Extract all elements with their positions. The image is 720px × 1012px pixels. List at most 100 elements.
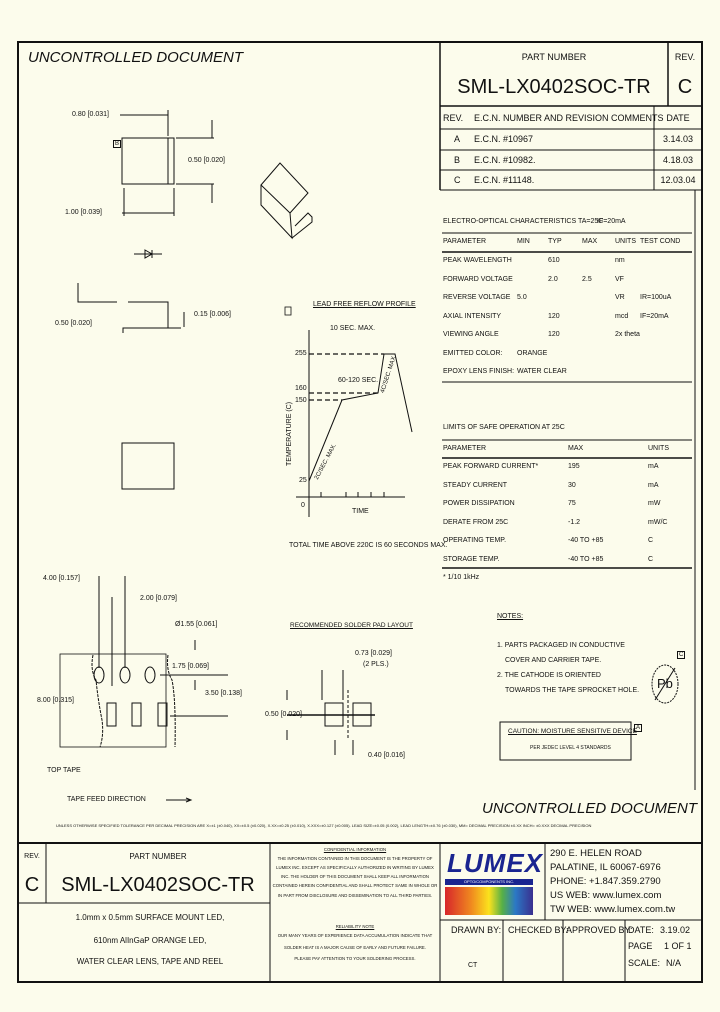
eo-cell-test-cond: IR=100uA [640,294,672,301]
tape-feed-label: TAPE FEED DIRECTION [67,796,146,803]
limits-cell-units: mW/C [648,518,668,526]
dim-height-label: 0.50 [0.020] [188,157,225,164]
limits-cell-max: -40 TO +85 [568,555,604,563]
drawing-frame [17,41,703,983]
tolerance-note: UNLESS OTHERWISE SPECIFIED TOLERANCE PER… [56,823,592,828]
rev-value: C [677,76,693,98]
limits-cell-parameter: OPERATING TEMP. [443,537,507,544]
eo-cell-units: VR [615,294,625,301]
limits-header-max: MAX [568,445,584,452]
logo-wordmark: LUMEX [447,848,543,878]
eo-cell-min: WATER CLEAR [517,368,567,375]
pad-layout-title: RECOMMENDED SOLDER PAD LAYOUT [290,622,413,629]
limits-cell-units: C [648,537,654,544]
footer-rev: C [24,874,40,896]
limits-cell-parameter: DERATE FROM 25C [443,518,509,526]
confidential-line: LUMEX INC. EXCEPT AS SPECIFICALLY AUTHOR… [276,865,434,870]
note-line: 1. PARTS PACKAGED IN CONDUCTIVE [497,642,625,649]
date-value: 3.19.02 [660,925,691,935]
reflow-ylabel: TEMPERATURE (C) [286,401,293,466]
limits-cell-max: 75 [568,500,576,507]
tape-edge-label: 1.75 [0.069] [172,663,209,670]
reflow-tick: 160 [295,385,307,392]
reliability-line: OUR MANY YEARS OF EXPERIENCE DATA ACCUMU… [277,933,433,938]
limits-cell-max: 195 [568,463,580,470]
scale-value: N/A [666,958,682,968]
eo-cell-parameter: FORWARD VOLTAGE [443,275,513,283]
part-number: SML-LX0402SOC-TR [457,76,651,98]
eo-header-min: MIN [517,238,530,245]
eo-cell-parameter: VIEWING ANGLE [443,331,499,338]
dim-side-thickness: 0.15 [0.006] [194,311,231,318]
tape-hole-label: Ø1.55 [0.061] [175,621,218,628]
eo-cell-typ: 610 [548,257,560,264]
pad-gap-label: 0.40 [0.016] [368,752,405,759]
eo-header-units: UNITS [615,238,636,245]
address-line: US WEB: www.lumex.com [550,890,662,901]
confidential-line: CONTAINED HEREIN CONFIDENTIAL AND SHALL … [272,883,438,888]
limits-cell-parameter: STEADY CURRENT [443,481,508,489]
limits-cell-units: C [648,555,654,563]
reliability-line: SOLDER HEAT IS A MAJOR CAUSE OF EARLY AN… [284,945,426,950]
limits-cell-parameter: POWER DISSIPATION [443,500,515,507]
drawn-by-value: CT [468,962,478,969]
ecn-cell: E.C.N. #10967 [474,134,534,144]
limits-cell-max: -1.2 [568,518,581,526]
eo-header-typ: TYP [548,238,562,245]
rev-cell: C [454,175,461,185]
logo-subtitle: OPTO/COMPONENTS INC. [445,879,533,885]
reflow-tick: 150 [295,397,307,404]
confidential-line: INC. THE HOLDER OF THIS DOCUMENT SHALL K… [280,874,430,879]
footer-rev-label: REV. [24,853,40,860]
watermark-bottom: UNCONTROLLED DOCUMENT [482,800,698,817]
pad-width-label: 0.73 [0.029] [355,650,392,657]
date-cell: 4.18.03 [662,155,694,165]
tape-half-pitch-label: 2.00 [0.079] [140,595,177,602]
date-label: DATE: [628,925,654,935]
eo-cell-min: ORANGE [517,349,548,357]
pb-free-symbol: Pb [657,676,673,691]
logo-rainbow [445,887,533,915]
address-line: 290 E. HELEN ROAD [550,848,642,859]
tape-width-label: 8.00 [0.315] [37,697,74,704]
note-line: COVER AND CARRIER TAPE. [505,657,602,664]
rev-cell: A [454,134,461,144]
eo-cell-max: 2.5 [582,275,592,283]
scale-label: SCALE: [628,958,661,968]
ecn-cell: E.C.N. #11148. [474,175,535,185]
description-line: 610nm AlInGaP ORANGE LED, [93,936,207,945]
limits-cell-parameter: PEAK FORWARD CURRENT* [443,463,539,470]
address-line: PALATINE, IL 60067-6976 [550,862,661,873]
top-tape-label: TOP TAPE [47,767,81,774]
rev-label: REV. [674,52,696,62]
eo-cell-test-cond: IF=20mA [640,312,669,320]
limits-title: LIMITS OF SAFE OPERATION AT 25C [443,424,565,431]
eo-condition: IF=20mA [597,218,626,225]
date-col-header: DATE [666,113,690,123]
ecn-cell: E.C.N. #10982. [474,155,536,165]
rev-cell: B [454,155,461,165]
lumex-logo: LUMEX OPTO/COMPONENTS INC. [443,846,543,918]
limits-footnote: * 1/10 1kHz [443,574,480,581]
footer-part-number-label: PART NUMBER [129,852,187,861]
footer-part-number: SML-LX0402SOC-TR [61,874,255,896]
eo-header-test-cond: TEST COND [640,238,681,245]
dim-length-label: 1.00 [0.039] [65,209,102,216]
eo-cell-parameter: EPOXY LENS FINISH: [443,368,515,375]
limits-cell-max: 30 [568,481,576,489]
limits-header-parameter: PARAMETER [443,445,487,452]
confidential-line: THE INFORMATION CONTAINED IN THIS DOCUME… [277,856,433,861]
caution-text: CAUTION: MOISTURE SENSITIVE DEVICE [508,728,637,735]
reflow-tick: 0 [301,502,305,509]
eo-cell-units: 2x theta [615,331,640,338]
ecn-col-header: E.C.N. NUMBER AND REVISION COMMENTS [474,113,664,123]
eo-cell-typ: 120 [548,331,560,338]
reflow-annot-10sec: 10 SEC. MAX. [330,325,376,332]
limits-header-units: UNITS [648,445,669,452]
eo-cell-units: nm [615,257,625,264]
eo-cell-parameter: PEAK WAVELENGTH [443,257,512,264]
eo-title: ELECTRO-OPTICAL CHARACTERISTICS TA=25C [443,218,604,225]
note-line: TOWARDS THE TAPE SPROCKET HOLE. [505,687,640,694]
date-cell: 3.14.03 [662,134,694,144]
